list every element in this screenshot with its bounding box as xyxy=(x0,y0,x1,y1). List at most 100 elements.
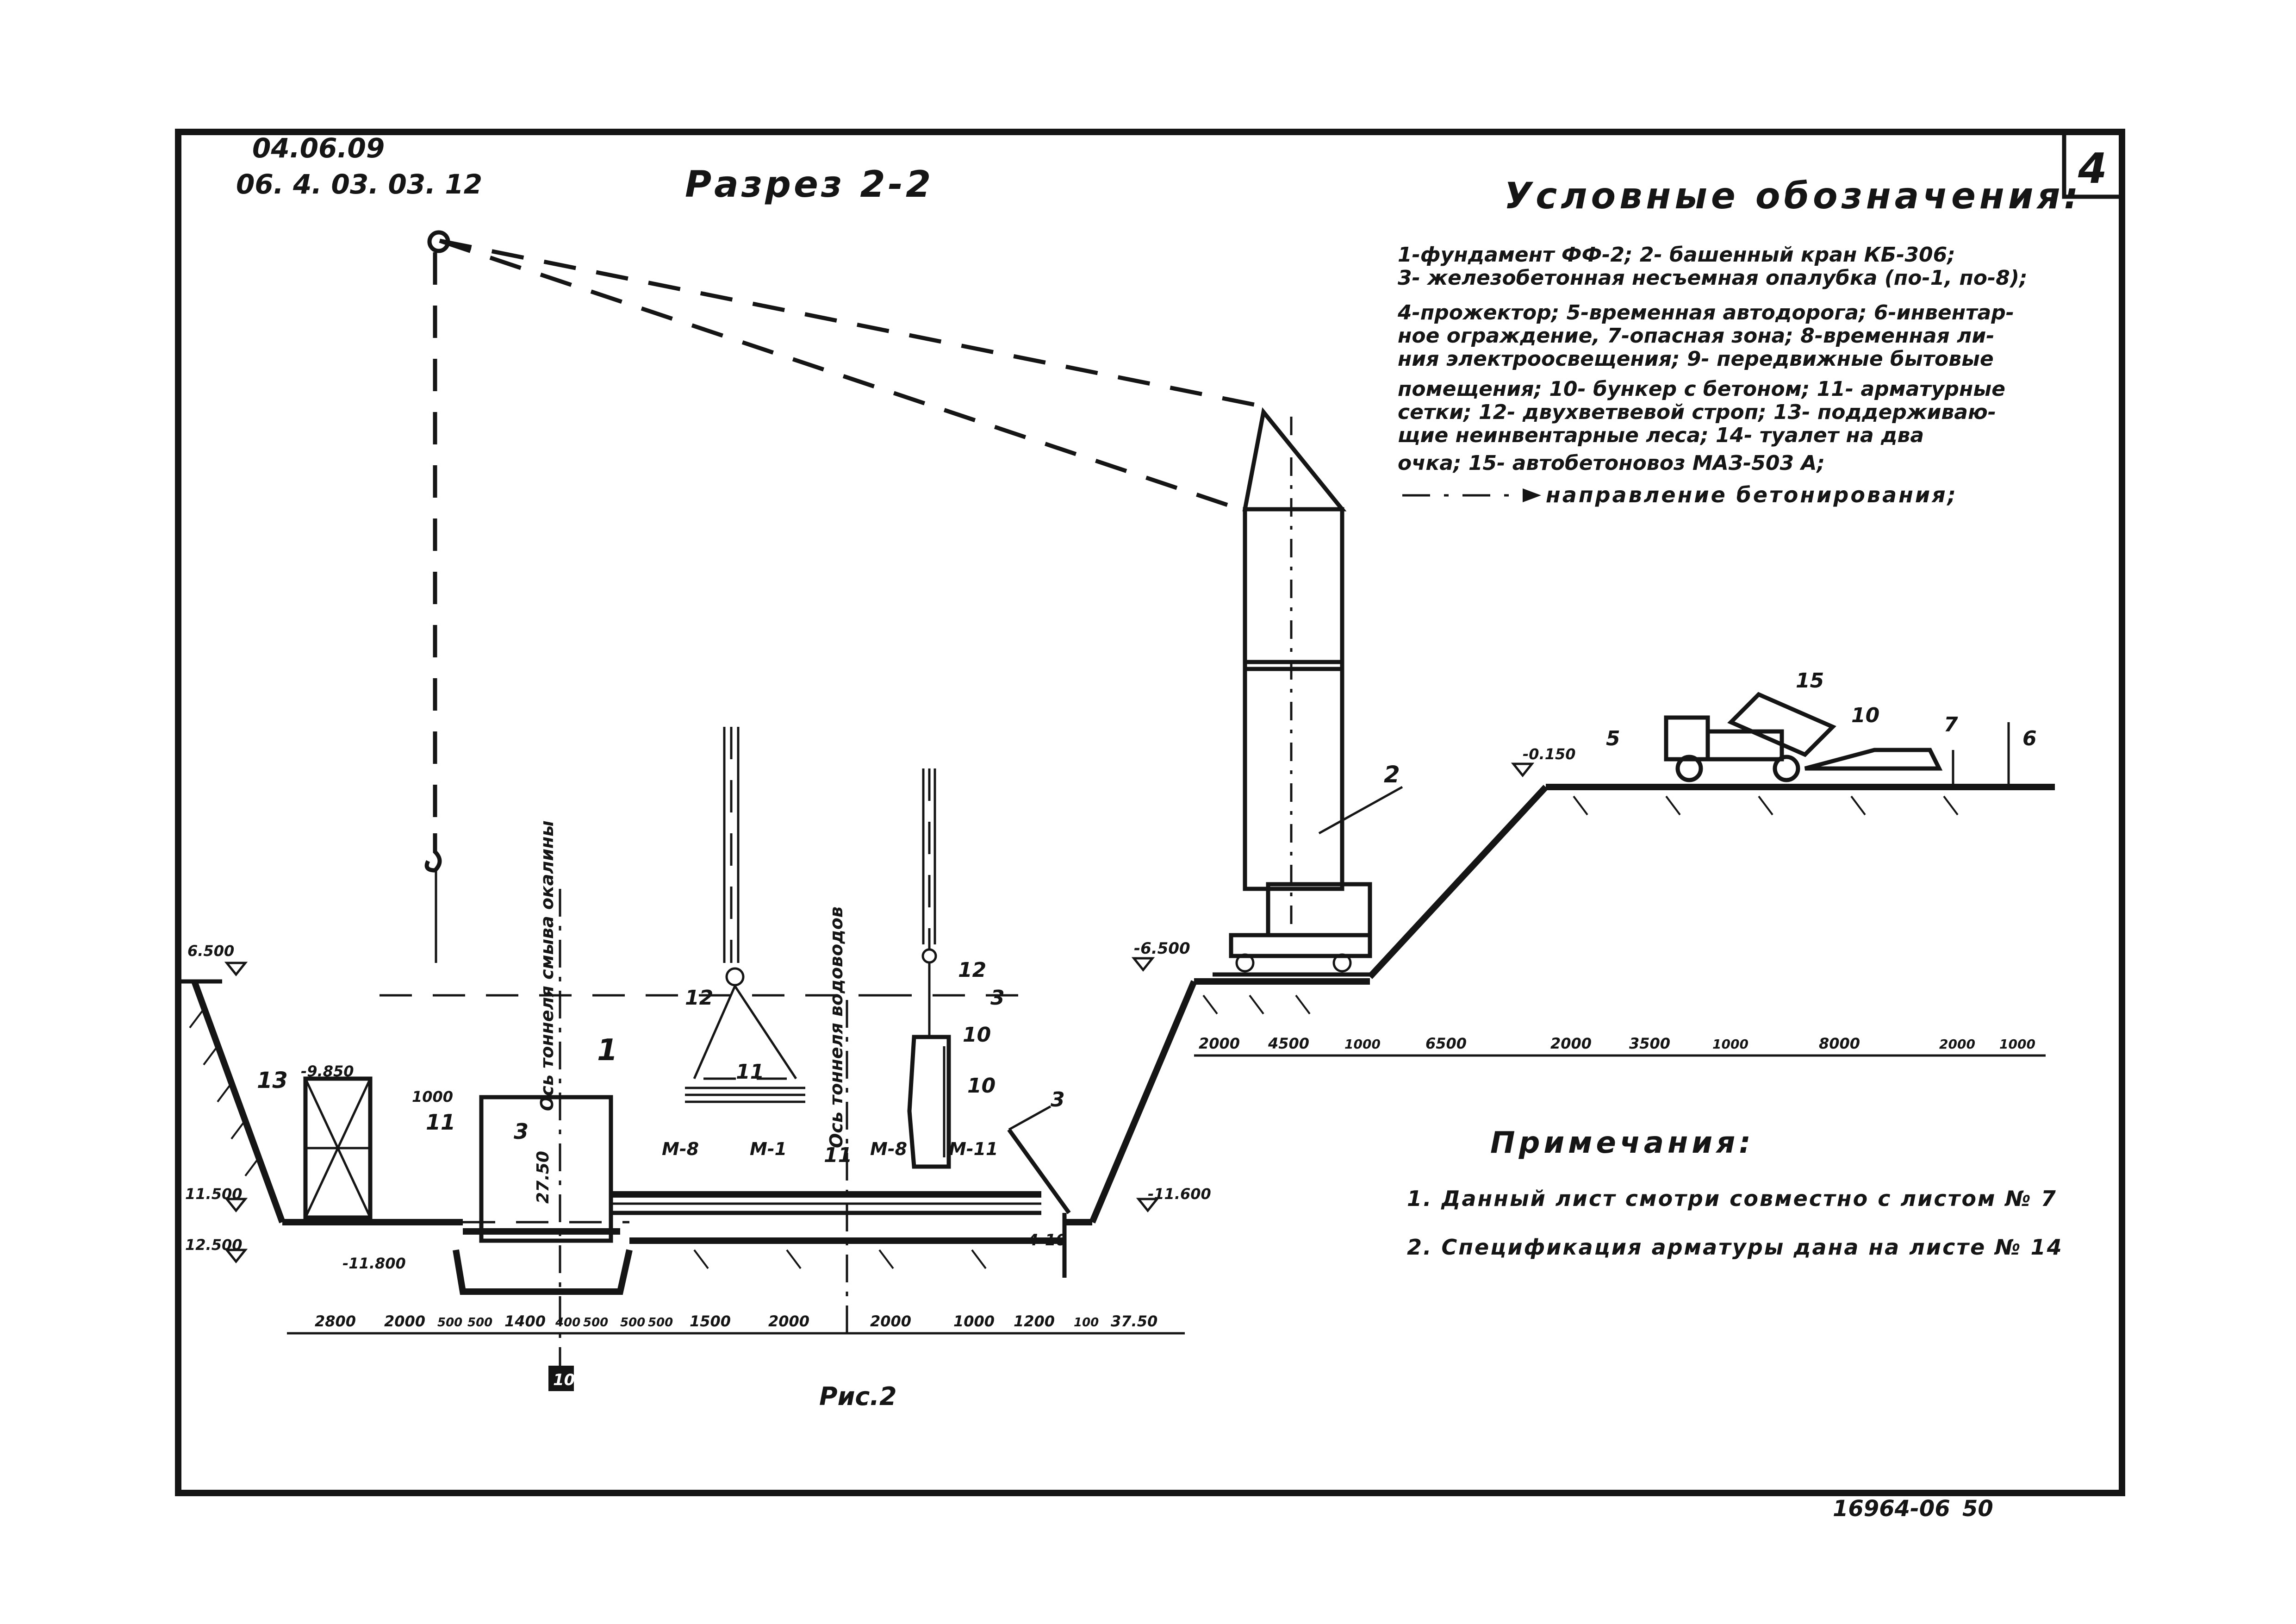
concrete-truck xyxy=(1664,692,1836,782)
sheet-frame xyxy=(175,129,2125,1496)
dims-bottom: 2800 2000 500 500 1400 400 500 500 500 1… xyxy=(315,1312,1157,1330)
direction-arrow-icon xyxy=(1402,488,1541,502)
legend-line: сетки; 12- двухветвевой строп; 13- подде… xyxy=(1398,400,1996,424)
dim-b: 2000 xyxy=(768,1312,809,1330)
callout-10c: 10 xyxy=(1851,704,1879,727)
legend-line: 3- железобетонная несъемная опалубка (по… xyxy=(1398,266,2028,290)
note-item: 1. Данный лист смотри совместно с листом… xyxy=(1407,1186,2057,1211)
dim-b: 2000 xyxy=(870,1312,911,1330)
dim-b: 2800 xyxy=(315,1312,356,1330)
callout-12a: 12 xyxy=(685,986,713,1010)
callout-5: 5 xyxy=(1606,727,1620,750)
sheet-number-box xyxy=(2062,130,2124,199)
callout-15: 15 xyxy=(1796,669,1824,693)
crane-mast xyxy=(1243,507,1344,891)
dim-t: 4500 xyxy=(1268,1035,1309,1052)
elev-left-top: 6.500 xyxy=(187,942,234,960)
mark-m11: М-11 xyxy=(949,1139,998,1159)
ground-hatching xyxy=(189,795,1959,1269)
elev-left-low: 12.500 xyxy=(185,1236,242,1254)
legend-line: очка; 15- автобетоновоз МАЗ-503 А; xyxy=(1398,451,1825,475)
dim-b: 400 xyxy=(555,1316,580,1330)
legend-line: 4-прожектор; 5-временная автодорога; 6-и… xyxy=(1397,301,2014,325)
legend-line: помещения; 10- бункер с бетоном; 11- арм… xyxy=(1398,377,2005,401)
drawing-number: 16964-06 xyxy=(1833,1496,1950,1522)
note-item: 2. Спецификация арматуры дана на листе №… xyxy=(1407,1235,2063,1260)
legend-direction: направление бетонирования; xyxy=(1546,482,1958,507)
mark-m8a: М-8 xyxy=(662,1139,699,1159)
dim-t: 2000 xyxy=(1939,1037,1975,1052)
dim-b: 500 xyxy=(583,1316,608,1330)
sheet-code-1: 04.06.09 xyxy=(252,132,385,164)
dim-b: 500 xyxy=(648,1316,673,1330)
legend-lines: 1-фундамент ФФ-2; 2- башенный кран КБ-30… xyxy=(1397,243,2028,475)
dims-top: 2000 4500 1000 6500 2000 3500 1000 8000 … xyxy=(1199,1035,2035,1052)
dim-t: 1000 xyxy=(1344,1037,1381,1052)
height-label: 27.50 xyxy=(534,1151,553,1204)
excavation-pit xyxy=(178,784,2055,1295)
dim-b: 500 xyxy=(620,1316,645,1330)
jib-tip-icon xyxy=(427,230,450,253)
mark-4-10: 4-10 xyxy=(1027,1231,1067,1249)
callout-2: 2 xyxy=(1384,761,1400,788)
callout-6: 6 xyxy=(2022,727,2037,750)
dim-t: 8000 xyxy=(1819,1035,1860,1052)
dim-b: 37.50 xyxy=(1111,1312,1157,1330)
dim-t: 1000 xyxy=(1999,1037,2035,1052)
elev-left-mid: 11.500 xyxy=(185,1185,242,1203)
hook-icon xyxy=(424,833,442,873)
legend-line: 1-фундамент ФФ-2; 2- башенный кран КБ-30… xyxy=(1398,243,1955,267)
dim-t: 2000 xyxy=(1199,1035,1240,1052)
callout-11c: 11 xyxy=(824,1143,852,1167)
dim-t: 6500 xyxy=(1425,1035,1467,1052)
dim-b: 100 xyxy=(1074,1316,1099,1330)
dim-t: 3500 xyxy=(1629,1035,1670,1052)
section-title: Разрез 2-2 xyxy=(685,164,933,206)
mark-m1: М-1 xyxy=(750,1139,787,1159)
callout-3b: 3 xyxy=(514,1119,529,1144)
dim-b: 1500 xyxy=(690,1312,731,1330)
dim-t: 1000 xyxy=(1712,1037,1748,1052)
dim-b: 2000 xyxy=(384,1312,425,1330)
dim-b: 500 xyxy=(467,1316,492,1330)
legend-line: щие неинвентарные леса; 14- туалет на дв… xyxy=(1398,424,1924,447)
tower-crane xyxy=(424,230,1372,977)
axis-marker-box xyxy=(548,1366,574,1391)
legend-line: ное ограждение, 7-опасная зона; 8-времен… xyxy=(1398,324,1994,348)
concrete-bunker xyxy=(907,1035,951,1169)
dim-b: 500 xyxy=(437,1316,462,1330)
elev-crane-base: -6.500 xyxy=(1134,939,1190,958)
label-1000: 1000 xyxy=(412,1088,453,1106)
bunker-on-ground xyxy=(1804,748,1943,771)
callout-10b: 10 xyxy=(967,1074,996,1098)
callout-12b: 12 xyxy=(958,958,986,982)
strop-hoist-left xyxy=(685,727,805,1103)
callout-13: 13 xyxy=(257,1068,288,1093)
elev-pit-bottom: -11.800 xyxy=(342,1255,406,1272)
page-number: 50 xyxy=(1962,1496,1993,1522)
callout-11b: 11 xyxy=(426,1110,455,1135)
notes-title: Примечания: xyxy=(1490,1126,1755,1160)
mark-m8b: М-8 xyxy=(870,1139,907,1159)
callout-3c: 3 xyxy=(1051,1088,1065,1112)
dim-t: 2000 xyxy=(1550,1035,1592,1052)
callout-11a: 11 xyxy=(736,1060,764,1084)
callout-7: 7 xyxy=(1944,713,1958,737)
elev-scaffold-top: -9.850 xyxy=(301,1062,354,1080)
axis-scale-label: Ось тоннеля смыва окалины xyxy=(537,821,557,1111)
legend-line: ния электроосвещения; 9- передвижные быт… xyxy=(1398,347,1994,371)
dim-b: 1000 xyxy=(953,1312,995,1330)
legend-title: Условные обозначения: xyxy=(1504,175,2082,217)
axis-marker: 10 xyxy=(553,1371,575,1389)
elev-right-pit: -11.600 xyxy=(1148,1185,1211,1203)
dim-b: 1200 xyxy=(1014,1312,1055,1330)
callout-1: 1 xyxy=(597,1033,618,1068)
callout-10a: 10 xyxy=(963,1023,991,1047)
elevation-marks xyxy=(224,762,1535,1264)
sheet-number: 4 xyxy=(2078,144,2107,193)
axis-water-label: Ось тоннеля водоводов xyxy=(826,906,846,1148)
elev-ground-right: -0.150 xyxy=(1523,745,1576,763)
dim-b: 1400 xyxy=(504,1312,546,1330)
figure-caption: Рис.2 xyxy=(819,1382,897,1411)
